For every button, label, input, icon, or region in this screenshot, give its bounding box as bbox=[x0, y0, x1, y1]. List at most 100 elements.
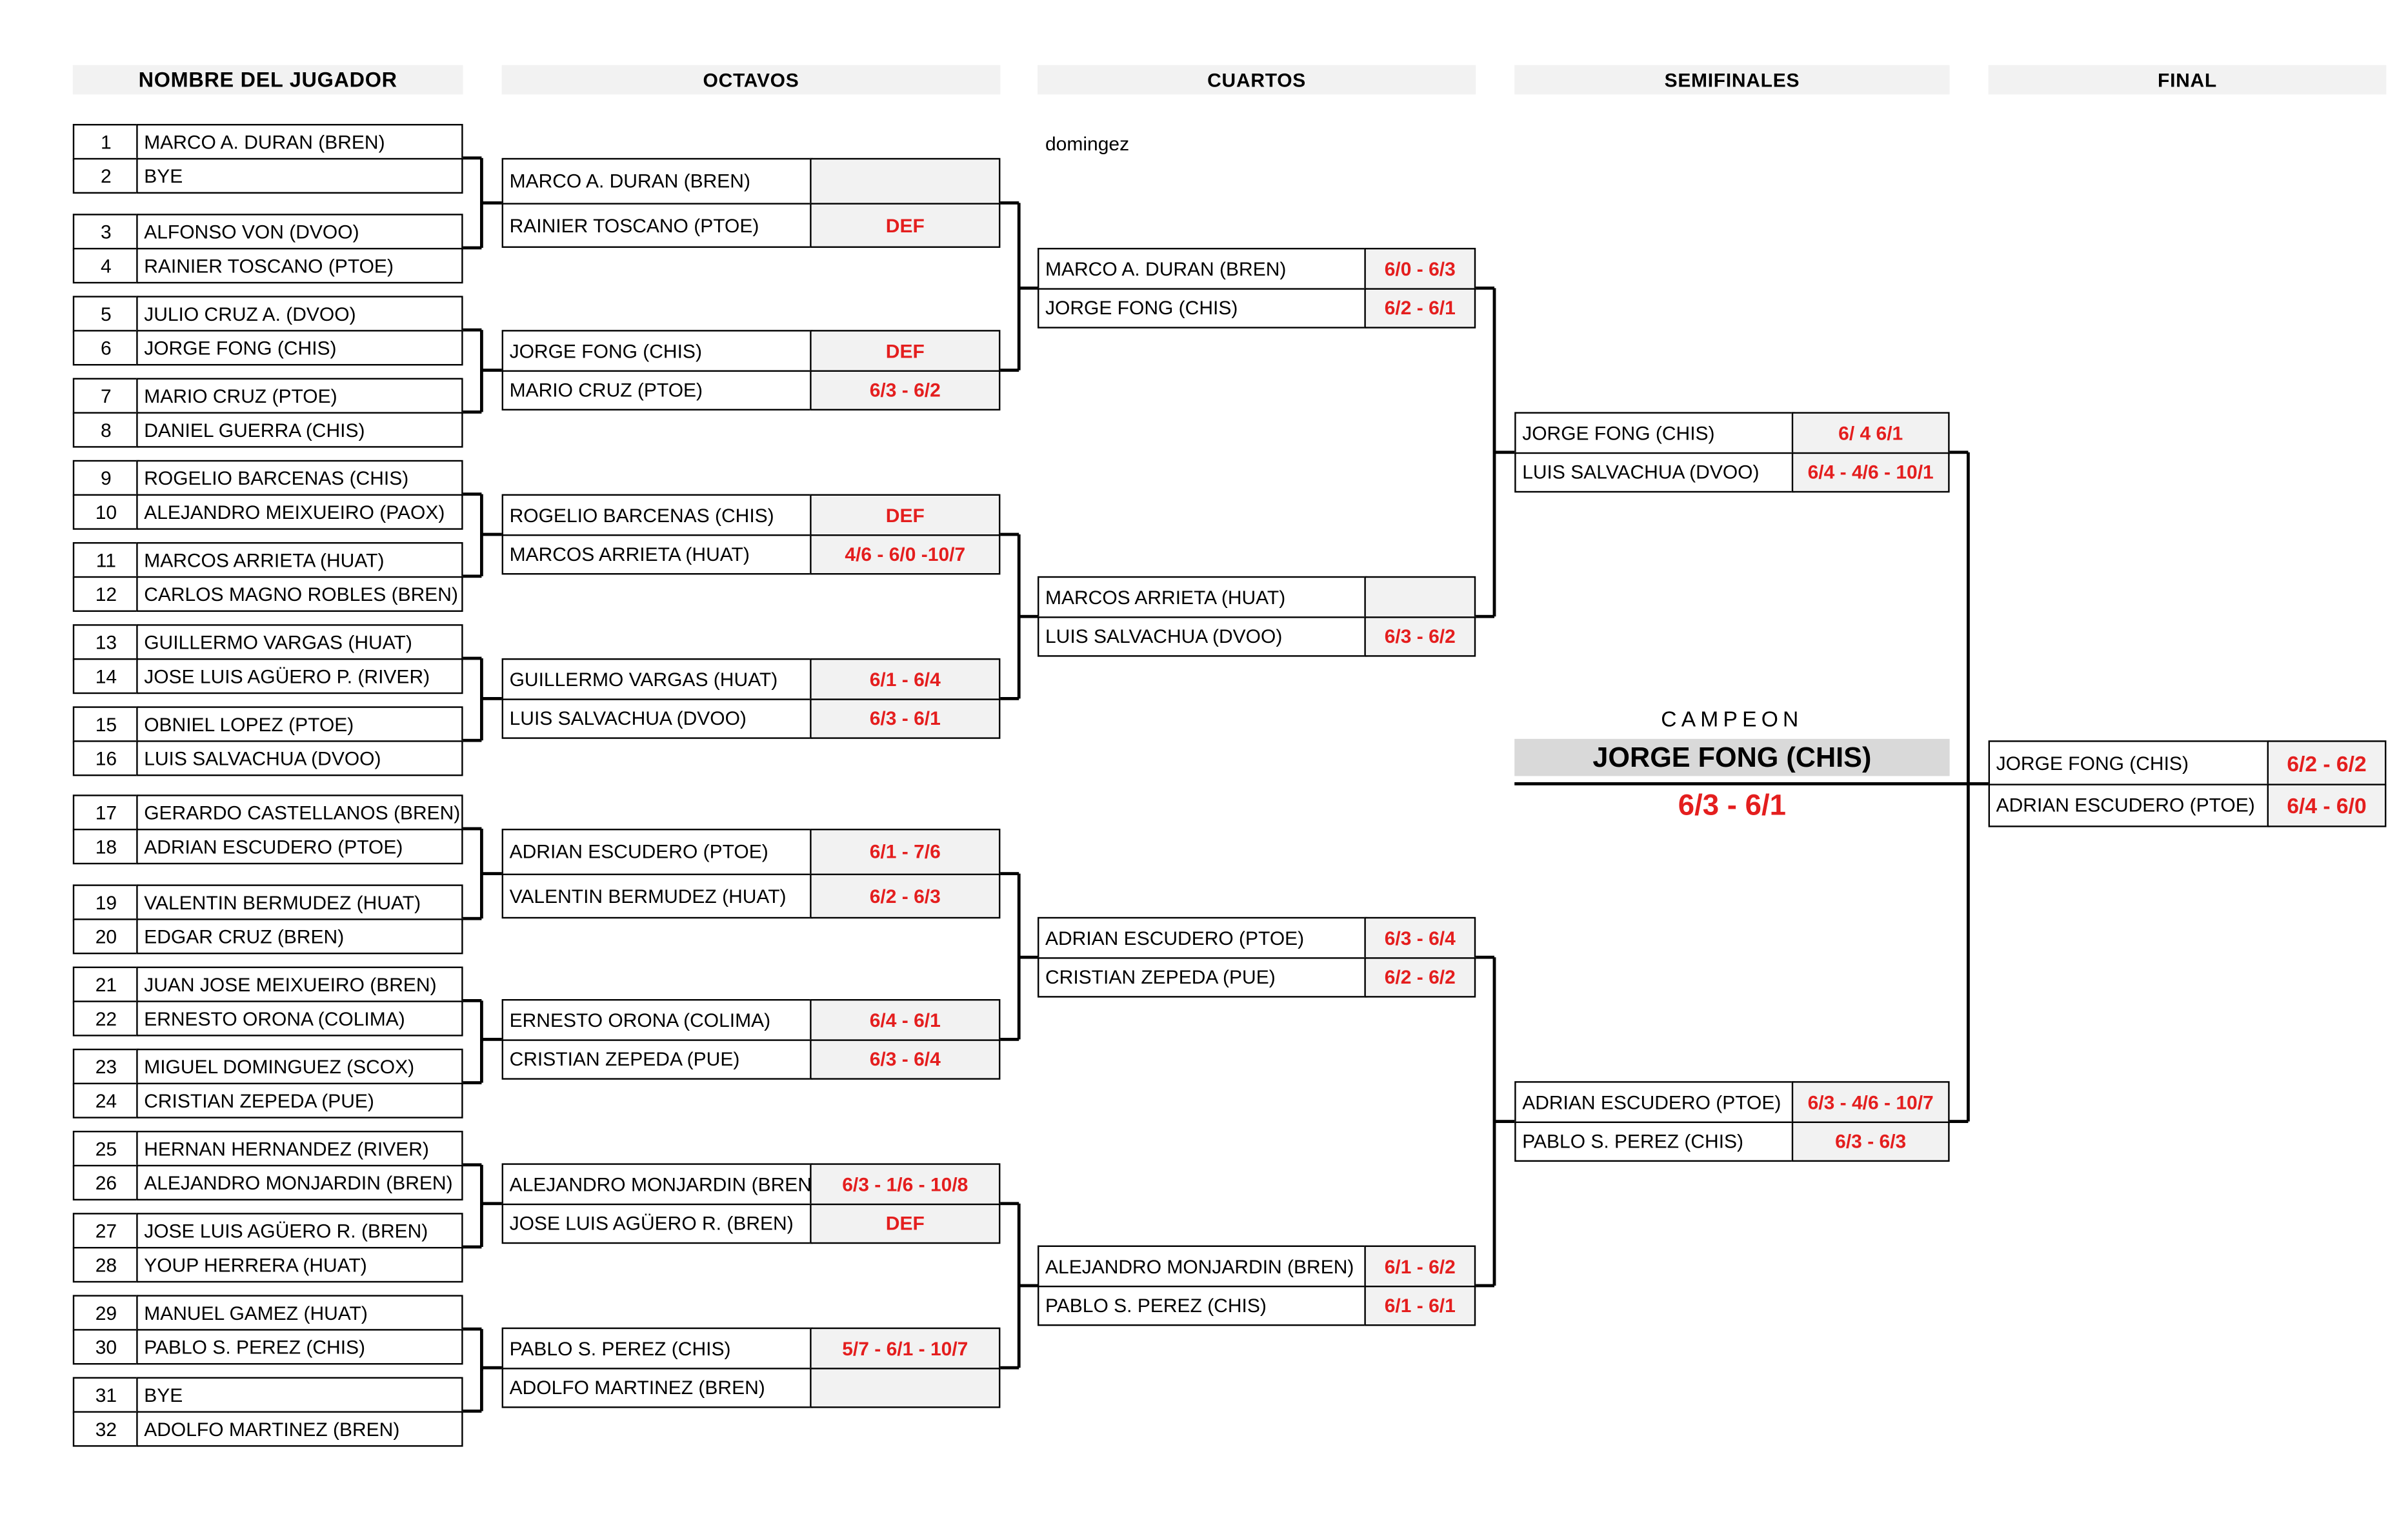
player-name: GUILLERMO VARGAS (HUAT) bbox=[136, 624, 463, 661]
player-seed: 1 bbox=[72, 124, 140, 161]
connector-line bbox=[1476, 615, 1494, 618]
player-name: RAINIER TOSCANO (PTOE) bbox=[136, 248, 463, 284]
connector-line bbox=[1000, 201, 1019, 205]
connector-line bbox=[1018, 203, 1021, 370]
champion-label: CAMPEON bbox=[1661, 706, 1803, 731]
connector-line bbox=[463, 410, 482, 414]
match-player-name: JORGE FONG (CHIS) bbox=[1038, 288, 1367, 329]
header-cuartos: CUARTOS bbox=[1038, 65, 1476, 95]
match-score bbox=[810, 1368, 1001, 1408]
player-name: JOSE LUIS AGÜERO P. (RIVER) bbox=[136, 658, 463, 694]
player-seed: 23 bbox=[72, 1048, 140, 1086]
match-score: 6/2 - 6/2 bbox=[1364, 957, 1476, 998]
player-name: BYE bbox=[136, 1377, 463, 1413]
connector-line bbox=[463, 1164, 482, 1166]
connector-line bbox=[1000, 872, 1019, 875]
player-seed: 29 bbox=[72, 1295, 140, 1331]
player-seed: 25 bbox=[72, 1131, 140, 1168]
match-player-name: ALEJANDRO MONJARDIN (BREN) bbox=[1038, 1245, 1367, 1288]
player-seed: 14 bbox=[72, 658, 140, 694]
player-name: MANUEL GAMEZ (HUAT) bbox=[136, 1295, 463, 1331]
player-seed: 16 bbox=[72, 740, 140, 776]
match-player-name: RAINIER TOSCANO (PTOE) bbox=[501, 203, 812, 248]
player-seed: 19 bbox=[72, 884, 140, 921]
header-semifinales: SEMIFINALES bbox=[1514, 65, 1950, 95]
match-score: 6/1 - 6/4 bbox=[810, 658, 1001, 701]
player-seed: 11 bbox=[72, 542, 140, 579]
connector-line bbox=[1019, 1284, 1038, 1287]
match-player-name: LUIS SALVACHUA (DVOO) bbox=[1514, 452, 1794, 493]
match-score: 6/3 - 6/4 bbox=[1364, 916, 1476, 960]
match-player-name: LUIS SALVACHUA (DVOO) bbox=[501, 698, 812, 739]
match-score: 6/ 4 6/1 bbox=[1791, 412, 1950, 455]
player-seed: 8 bbox=[72, 412, 140, 448]
player-seed: 21 bbox=[72, 966, 140, 1004]
note-text: domingez bbox=[1045, 133, 1130, 156]
match-player-name: MARCOS ARRIETA (HUAT) bbox=[1038, 576, 1367, 619]
match-score: 6/2 - 6/1 bbox=[1364, 288, 1476, 329]
player-name: PABLO S. PEREZ (CHIS) bbox=[136, 1329, 463, 1365]
match-score: 5/7 - 6/1 - 10/7 bbox=[810, 1327, 1001, 1370]
player-seed: 32 bbox=[72, 1411, 140, 1447]
connector-line bbox=[1494, 1120, 1515, 1123]
player-name: BYE bbox=[136, 157, 463, 194]
match-score: 6/3 - 1/6 - 10/8 bbox=[810, 1163, 1001, 1206]
connector-line bbox=[463, 1410, 482, 1413]
match-player-name: ADRIAN ESCUDERO (PTOE) bbox=[1038, 916, 1367, 960]
player-seed: 10 bbox=[72, 494, 140, 530]
connector-line bbox=[463, 657, 482, 660]
player-name: JOSE LUIS AGÜERO R. (BREN) bbox=[136, 1213, 463, 1250]
connector-line bbox=[481, 872, 502, 875]
player-name: CRISTIAN ZEPEDA (PUE) bbox=[136, 1082, 463, 1118]
player-name: MARCO A. DURAN (BREN) bbox=[136, 124, 463, 161]
player-name: OBNIEL LOPEZ (PTOE) bbox=[136, 706, 463, 743]
match-player-name: ALEJANDRO MONJARDIN (BREN) bbox=[501, 1163, 812, 1206]
match-score: DEF bbox=[810, 330, 1001, 373]
match-score bbox=[810, 157, 1001, 205]
champion-underline bbox=[1514, 782, 1989, 785]
header-octavos: OCTAVOS bbox=[501, 65, 1001, 95]
player-seed: 6 bbox=[72, 330, 140, 366]
connector-line bbox=[463, 247, 482, 249]
player-name: ROGELIO BARCENAS (CHIS) bbox=[136, 460, 463, 497]
connector-line bbox=[463, 157, 482, 159]
player-seed: 4 bbox=[72, 248, 140, 284]
connector-line bbox=[463, 1328, 482, 1330]
final-player-name: JORGE FONG (CHIS) bbox=[1988, 740, 2270, 786]
player-seed: 22 bbox=[72, 1000, 140, 1037]
champion-score: 6/3 - 6/1 bbox=[1678, 790, 1787, 823]
match-score: 6/3 - 4/6 - 10/7 bbox=[1791, 1081, 1950, 1124]
player-seed: 9 bbox=[72, 460, 140, 497]
final-score: 6/4 - 6/0 bbox=[2267, 784, 2387, 827]
match-score: 4/6 - 6/0 -10/7 bbox=[810, 534, 1001, 575]
match-score: 6/1 - 6/1 bbox=[1364, 1286, 1476, 1326]
match-player-name: JORGE FONG (CHIS) bbox=[1514, 412, 1794, 455]
player-seed: 17 bbox=[72, 794, 140, 831]
connector-line bbox=[1494, 451, 1515, 454]
champion-name: JORGE FONG (CHIS) bbox=[1514, 738, 1950, 776]
connector-line bbox=[1000, 1038, 1019, 1041]
player-name: YOUP HERRERA (HUAT) bbox=[136, 1247, 463, 1283]
connector-line bbox=[1000, 1202, 1019, 1205]
connector-line bbox=[481, 1038, 502, 1041]
player-seed: 15 bbox=[72, 706, 140, 743]
match-score: 6/3 - 6/2 bbox=[810, 370, 1001, 410]
match-score bbox=[1364, 576, 1476, 619]
player-name: JUAN JOSE MEIXUEIRO (BREN) bbox=[136, 966, 463, 1004]
match-score: DEF bbox=[810, 1203, 1001, 1244]
connector-line bbox=[1000, 697, 1019, 700]
match-score: 6/3 - 6/4 bbox=[810, 1039, 1001, 1080]
final-player-name: ADRIAN ESCUDERO (PTOE) bbox=[1988, 784, 2270, 827]
player-seed: 12 bbox=[72, 576, 140, 612]
connector-line bbox=[1000, 369, 1019, 372]
connector-line bbox=[1019, 287, 1038, 290]
player-name: GERARDO CASTELLANOS (BREN) bbox=[136, 794, 463, 831]
match-score: 6/2 - 6/3 bbox=[810, 873, 1001, 919]
player-name: ERNESTO ORONA (COLIMA) bbox=[136, 1000, 463, 1037]
match-player-name: MARIO CRUZ (PTOE) bbox=[501, 370, 812, 410]
match-score: 6/1 - 6/2 bbox=[1364, 1245, 1476, 1288]
match-score: 6/3 - 6/3 bbox=[1791, 1121, 1950, 1162]
player-name: DANIEL GUERRA (CHIS) bbox=[136, 412, 463, 448]
connector-line bbox=[480, 1039, 483, 1042]
